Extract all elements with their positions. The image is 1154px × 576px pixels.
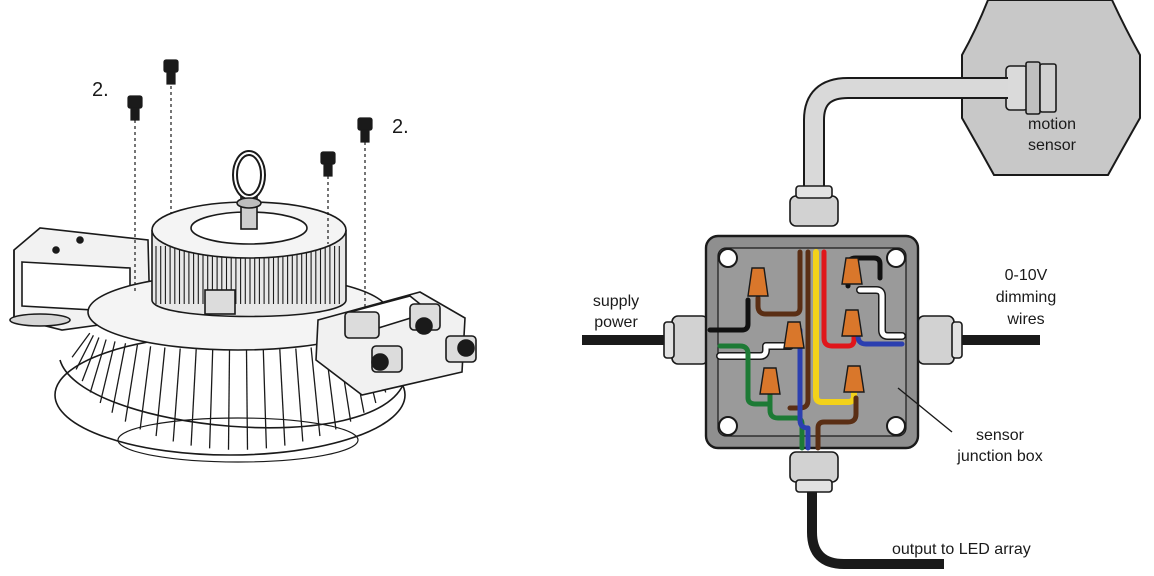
gland-right	[917, 315, 963, 365]
motion-sensor: motion sensor	[961, 0, 1141, 176]
heat-sink-fin	[172, 348, 181, 442]
gland-top	[789, 185, 839, 227]
screw-2	[163, 59, 179, 214]
dimming-label-line2: dimming	[996, 289, 1056, 306]
output-cable	[807, 488, 944, 569]
junction-box-label-line1: sensor	[976, 427, 1025, 444]
wire-nut-5	[759, 367, 781, 395]
gland-left	[663, 315, 709, 365]
cable-glands	[663, 185, 963, 493]
heat-sink-fin	[111, 343, 127, 413]
wire-white-dimming	[857, 287, 905, 339]
wire-blue-sensor	[797, 327, 811, 451]
screw-4	[357, 117, 373, 310]
step-label-right: 2.	[392, 116, 409, 138]
wires	[707, 249, 906, 451]
junction-box-label-line2: junction box	[956, 448, 1042, 465]
heat-sink-fin	[75, 335, 94, 370]
heat-sink-fin	[279, 349, 286, 446]
motion-sensor-label-line2: sensor	[1028, 137, 1077, 154]
wiring-module	[315, 291, 477, 396]
heat-sink-fin	[245, 349, 249, 450]
dimming-label-line3: wires	[1006, 311, 1044, 328]
supply-power-label-line1: supply	[593, 293, 639, 310]
sensor-fitting	[1005, 61, 1057, 115]
heat-sink-fin	[99, 341, 116, 404]
heat-sink-fin	[71, 332, 91, 358]
wire-red-sensor	[821, 249, 857, 349]
wire-brown-output	[815, 395, 859, 451]
heat-sink-fin	[310, 347, 321, 437]
output-label: output to LED array	[892, 541, 1031, 558]
heat-sink-fin	[89, 339, 107, 393]
box-screw-holes	[718, 248, 906, 436]
heat-sink-fin	[155, 347, 166, 437]
screw-1	[127, 95, 143, 292]
wire-nut-2	[841, 257, 863, 285]
heat-sink-fin	[190, 349, 197, 446]
screw-3	[320, 151, 336, 244]
junction-box-leader	[897, 387, 953, 433]
heat-sink-fin	[227, 349, 231, 450]
supply-power-label-line2: power	[594, 314, 638, 331]
heat-sink-fin	[262, 349, 268, 449]
wire-nut-4	[783, 321, 805, 349]
gland-bottom	[789, 451, 839, 493]
wire-nuts	[747, 257, 865, 395]
wire-brown-supply	[755, 249, 803, 317]
wire-nut-1	[747, 267, 769, 297]
wire-nut-3	[841, 309, 863, 337]
heat-sink-fin	[208, 349, 214, 449]
eye-bolt	[232, 150, 266, 230]
wire-white-supply	[717, 343, 793, 359]
wire-black-supply	[707, 297, 751, 333]
heat-sink-fin	[81, 337, 100, 382]
heat-sink-fin	[139, 346, 152, 430]
heat-sink-fin	[295, 348, 304, 442]
step-label-left: 2.	[92, 79, 109, 101]
motion-sensor-label-line1: motion	[1028, 116, 1076, 133]
wire-nut-6	[843, 365, 865, 393]
dimming-label-line1: 0-10V	[1005, 267, 1048, 284]
mounting-screws	[127, 59, 373, 310]
high-bay-fixture-illustration	[9, 59, 477, 463]
wire-green-supply	[717, 343, 773, 407]
heat-sink-fin	[124, 344, 139, 422]
